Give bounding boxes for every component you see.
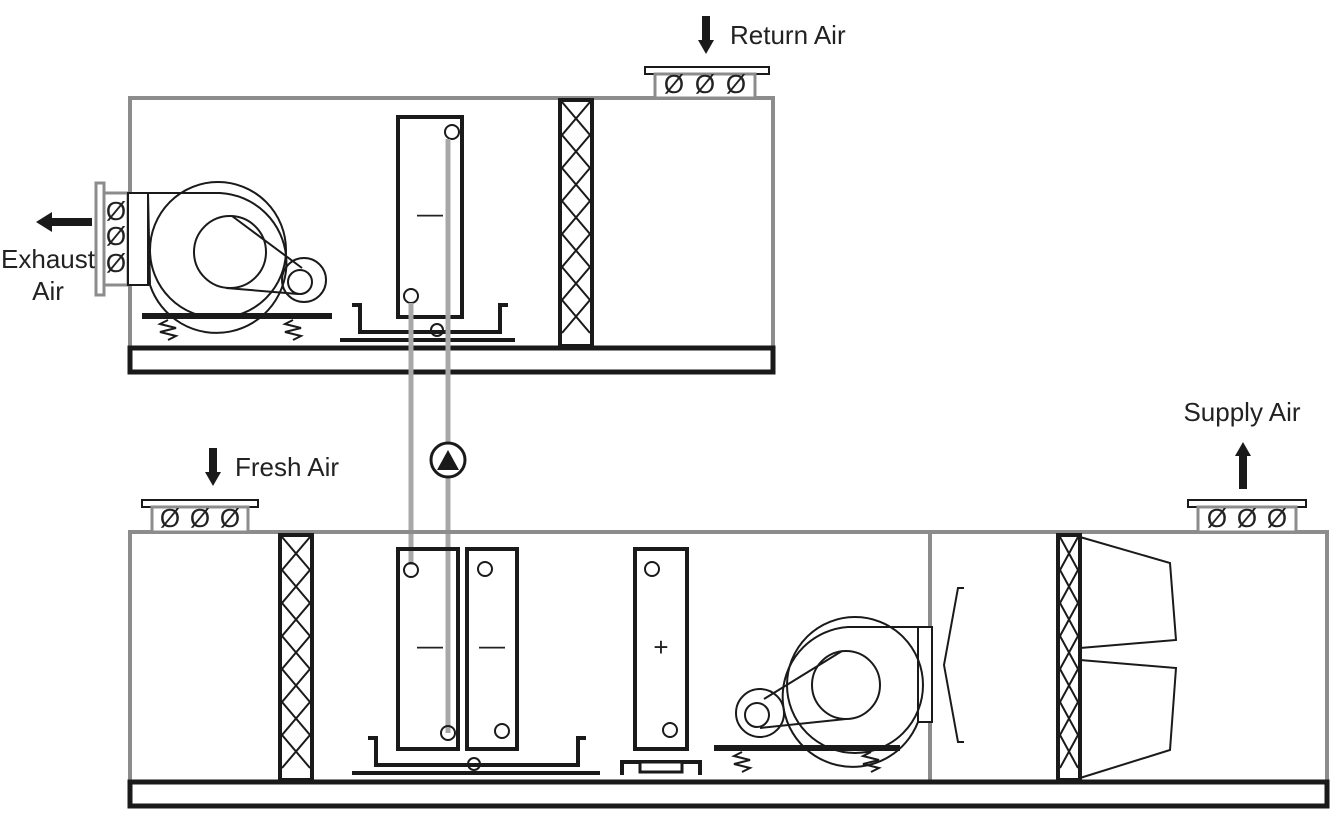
fresh-air-label: Fresh Air (235, 452, 339, 482)
final-filter-icon (1056, 533, 1082, 782)
supply-fan-icon (714, 616, 933, 773)
svg-text:—: — (417, 630, 443, 660)
return-air-arrow-icon (698, 16, 714, 54)
exhaust-air-damper: Ø Ø Ø (94, 181, 130, 297)
exhaust-unit-casing (128, 96, 775, 350)
supply-air-damper: Ø Ø Ø (1187, 499, 1307, 534)
supply-unit: Ø Ø Ø Fresh Air Ø Ø Ø Supply Air (127, 397, 1330, 809)
svg-text:Ø: Ø (1207, 503, 1227, 533)
exhaust-air-label-line1: Exhaust (1, 244, 96, 274)
diffuser-plate (942, 587, 964, 743)
fresh-air-arrow-icon (205, 448, 221, 486)
return-air-label: Return Air (730, 20, 846, 50)
supply-recovery-coil-icon: — (396, 547, 460, 751)
exhaust-air-arrow-icon (36, 212, 92, 232)
exhaust-filter-icon (558, 98, 594, 348)
heating-coil-icon: + (620, 547, 702, 775)
svg-text:+: + (653, 632, 668, 662)
svg-text:Ø: Ø (106, 196, 126, 226)
supply-unit-base (127, 779, 1330, 809)
svg-text:Ø: Ø (106, 221, 126, 251)
fresh-air-damper: Ø Ø Ø (141, 499, 259, 534)
exhaust-air-label-line2: Air (32, 276, 64, 306)
exhaust-coil-icon: — (340, 115, 515, 342)
run-around-piping (408, 139, 451, 733)
return-air-damper: Ø Ø Ø (644, 66, 770, 100)
exhaust-fan-icon (127, 181, 332, 341)
svg-text:Ø: Ø (1237, 503, 1257, 533)
fresh-air-filter-icon (278, 533, 314, 782)
svg-text:Ø: Ø (1267, 503, 1287, 533)
svg-text:Ø: Ø (664, 69, 684, 99)
supply-air-label: Supply Air (1183, 397, 1300, 427)
bag-filter-icon (1079, 536, 1178, 779)
svg-text:Ø: Ø (106, 248, 126, 278)
svg-text:Ø: Ø (220, 503, 240, 533)
svg-text:—: — (417, 198, 443, 228)
svg-text:—: — (479, 630, 505, 660)
supply-air-arrow-icon (1235, 442, 1251, 489)
svg-text:Ø: Ø (726, 69, 746, 99)
svg-text:Ø: Ø (190, 503, 210, 533)
cooling-coil-icon: — (352, 547, 600, 775)
svg-text:Ø: Ø (160, 503, 180, 533)
pump-icon (429, 441, 467, 479)
svg-text:Ø: Ø (695, 69, 715, 99)
exhaust-unit: Ø Ø Ø Return Air Ø Ø Ø Exhaust Air (1, 16, 846, 375)
exhaust-unit-base (127, 345, 776, 375)
